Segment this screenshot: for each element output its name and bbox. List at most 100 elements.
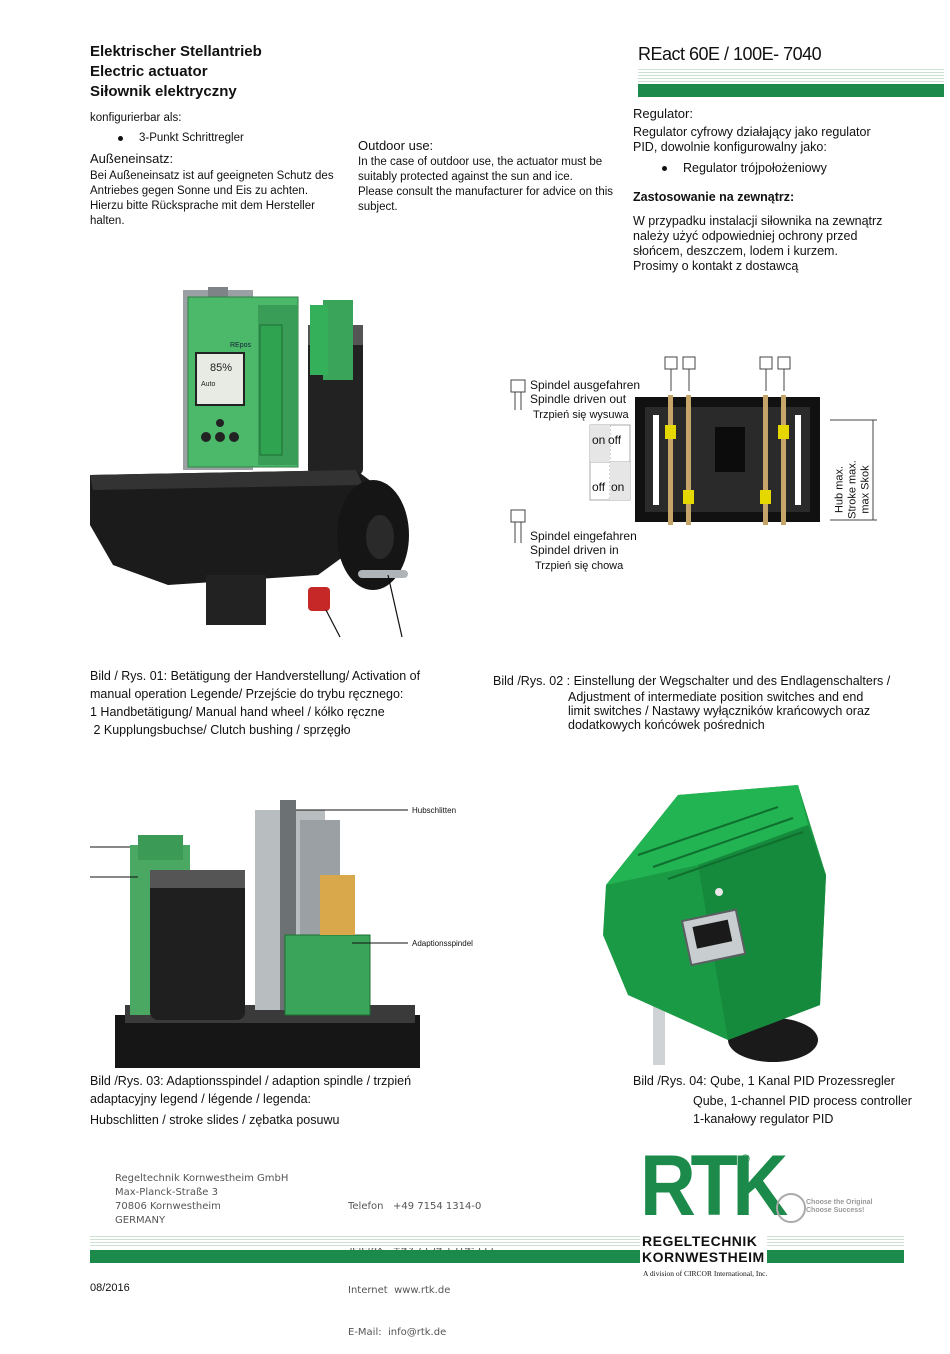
contact-phone: Telefon +49 7154 1314-0 <box>348 1201 482 1212</box>
figure-4-caption: Bild /Rys. 04: Qube, 1 Kanal PID Prozess… <box>633 1072 943 1128</box>
col2-heading: Outdoor use: <box>358 138 434 153</box>
figure-2-switch-diagram: Spindel ausgefahren Spindle driven out T… <box>505 355 945 585</box>
contact-fax: Telefax +49 7154 1314-333 <box>348 1243 494 1254</box>
bullet-icon <box>118 136 123 141</box>
contact-web[interactable]: Internet www.rtk.de <box>348 1285 451 1296</box>
header-stripe <box>638 69 944 83</box>
address-line: Max-Planck-Straße 3 <box>115 1187 218 1198</box>
col1-line: Antriebes gegen Sonne und Eis zu achten. <box>90 185 309 197</box>
stroke-labels: Hub max. Stroke max. max Skok <box>834 460 873 520</box>
fig4-caption-line: Bild /Rys. 04: Qube, 1 Kanal PID Prozess… <box>633 1074 895 1088</box>
address-line: GERMANY <box>115 1215 166 1226</box>
fig2-caption-line: dodatkowych końcówek pośrednich <box>568 718 765 732</box>
col3-heading2: Zastosowanie na zewnątrz: <box>633 190 795 204</box>
col1-heading: Außeneinsatz: <box>90 151 174 166</box>
col3-line: W przypadku instalacji siłownika na zewn… <box>633 214 883 228</box>
col3-line: należy użyć odpowiedniej ochrony przed <box>633 229 858 243</box>
spindle-out-de: Spindel ausgefahren <box>530 378 641 392</box>
rtk-logo: RTK <box>640 1138 788 1234</box>
spindle-in-pl: Trzpień się chowa <box>535 560 624 572</box>
fig3-caption-line: adaptacyjny legend / légende / legenda: <box>90 1092 312 1106</box>
logo-division: A division of CIRCOR International, Inc. <box>643 1269 768 1278</box>
display-mode: Auto <box>201 381 216 388</box>
label-off-bottom: off <box>592 480 606 494</box>
bullet-icon <box>662 166 667 171</box>
logo-line: REGELTECHNIK <box>642 1233 758 1249</box>
fig1-caption-line: 2 Kupplungsbuchse/ Clutch bushing / sprz… <box>90 723 351 737</box>
fig4-caption-line: Qube, 1-channel PID process controller <box>693 1094 912 1108</box>
header-green-bar <box>638 84 944 97</box>
label-hubschlitten: Hubschlitten <box>412 806 457 815</box>
fig1-caption-line: 1 Handbetätigung/ Manual hand wheel / kó… <box>90 705 385 719</box>
col3-paragraph2: W przypadku instalacji siłownika na zewn… <box>633 214 933 274</box>
col3-paragraph: Regulator cyfrowy działający jako regula… <box>633 125 933 155</box>
col1-line: Bei Außeneinsatz ist auf geeigneten Schu… <box>90 170 334 182</box>
date-stamp: 08/2016 <box>90 1282 130 1294</box>
address-line: 70806 Kornwestheim <box>115 1201 221 1212</box>
footer-address: Regeltechnik Kornwestheim GmbH Max-Planc… <box>115 1172 288 1228</box>
stroke-label: Stroke max. <box>846 460 859 519</box>
switch-diagram-graphic <box>510 356 877 543</box>
col2-line: Please consult the manufacturer for advi… <box>358 186 614 198</box>
label-adaptionsspindel: Adaptionsspindel <box>412 939 473 948</box>
display-value: 85% <box>210 362 232 374</box>
spindle-out-en: Spindle driven out <box>530 392 627 406</box>
circor-tagline-line: Choose Success! <box>806 1207 865 1214</box>
title-de: Elektrischer Stellantrieb <box>90 43 262 60</box>
spindle-out-pl: Trzpień się wysuwa <box>533 409 629 421</box>
col2-line: subject. <box>358 201 398 213</box>
col1-paragraph: Bei Außeneinsatz ist auf geeigneten Schu… <box>90 169 350 229</box>
circor-tagline-line: Choose the Original <box>806 1199 873 1206</box>
col3-heading: Regulator: <box>633 106 693 121</box>
contact-email[interactable]: E-Mail: info@rtk.de <box>348 1327 447 1338</box>
col3-line: Regulator cyfrowy działający jako regula… <box>633 125 871 139</box>
fig1-caption-line: Bild / Rys. 01: Betätigung der Handverst… <box>90 669 421 683</box>
figure-1-actuator-image: 85% Auto REpos <box>90 287 409 638</box>
figure-2-caption: Bild /Rys. 02 : Einstellung der Wegschal… <box>493 672 933 732</box>
logo-line: KORNWESTHEIM <box>642 1249 765 1265</box>
config-label: konfigurierbar als: <box>90 112 182 124</box>
label-on-top: on <box>592 433 606 447</box>
model-title: REact 60E / 100E- 7040 <box>638 44 822 64</box>
col1-line: Hierzu bitte Rücksprache mit dem Herstel… <box>90 200 315 227</box>
label-off-top: off <box>608 433 622 447</box>
figure-1-caption: Bild / Rys. 01: Betätigung der Handverst… <box>90 667 490 739</box>
fig3-caption-line: Bild /Rys. 03: Adaptionsspindel / adapti… <box>90 1074 412 1088</box>
logo-wordmark: REGELTECHNIK KORNWESTHEIM <box>640 1233 767 1265</box>
spindle-in-en: Spindel driven in <box>530 543 619 557</box>
address-line: Regeltechnik Kornwestheim GmbH <box>115 1173 289 1184</box>
col1-bullet-text: 3-Punkt Schrittregler <box>139 132 244 144</box>
col2-paragraph: In the case of outdoor use, the actuator… <box>358 155 618 215</box>
fig2-caption-rest: Adjustment of intermediate position swit… <box>493 690 933 732</box>
footer-green-bar <box>90 1250 904 1263</box>
stroke-label: max Skok <box>859 465 872 514</box>
figure-4-qube-image <box>603 785 826 1065</box>
footer-stripe <box>90 1236 904 1248</box>
fig3-caption-line: Hubschlitten / stroke slides / zębatka p… <box>90 1113 340 1127</box>
board-brand: REpos <box>230 342 252 349</box>
spindle-in-de: Spindel eingefahren <box>530 529 637 543</box>
col3-line: słońcem, deszczem, lodem i kurzem. <box>633 244 838 258</box>
circor-icon <box>776 1193 806 1223</box>
fig2-caption-line: Adjustment of intermediate position swit… <box>568 690 864 704</box>
figure-3-internal-image <box>90 800 420 1068</box>
footer-contact: Telefon +49 7154 1314-0 Telefax +49 7154… <box>348 1172 494 1354</box>
label-on-bottom: on <box>611 480 625 494</box>
col2-line: suitably protected against the sun and i… <box>358 171 573 183</box>
fig4-caption-line: 1-kanałowy regulator PID <box>693 1112 834 1126</box>
figure-3-caption: Bild /Rys. 03: Adaptionsspindel / adapti… <box>90 1072 490 1129</box>
fig2-caption-line: limit switches / Nastawy wyłączników kra… <box>568 704 871 718</box>
rtk-logo-mark: RTK <box>640 1138 788 1234</box>
col3-bullet: Regulator trójpołożeniowy <box>662 161 827 176</box>
col3-line: Prosimy o kontakt z dostawcą <box>633 259 799 273</box>
fig1-caption-line: manual operation Legende/ Przejście do t… <box>90 687 404 701</box>
title-pl: Siłownik elektryczny <box>90 83 237 100</box>
stroke-label: Hub max. <box>833 465 846 514</box>
title-en: Electric actuator <box>90 63 208 80</box>
col2-line: In the case of outdoor use, the actuator… <box>358 156 603 168</box>
col1-bullet: 3-Punkt Schrittregler <box>118 131 244 146</box>
registered-icon: ® <box>741 1152 750 1166</box>
fig2-caption-line: Bild /Rys. 02 : Einstellung der Wegschal… <box>493 674 891 688</box>
col3-line: PID, dowolnie konfigurowalny jako: <box>633 140 827 154</box>
circor-tagline: Choose the Original Choose Success! <box>806 1199 873 1215</box>
